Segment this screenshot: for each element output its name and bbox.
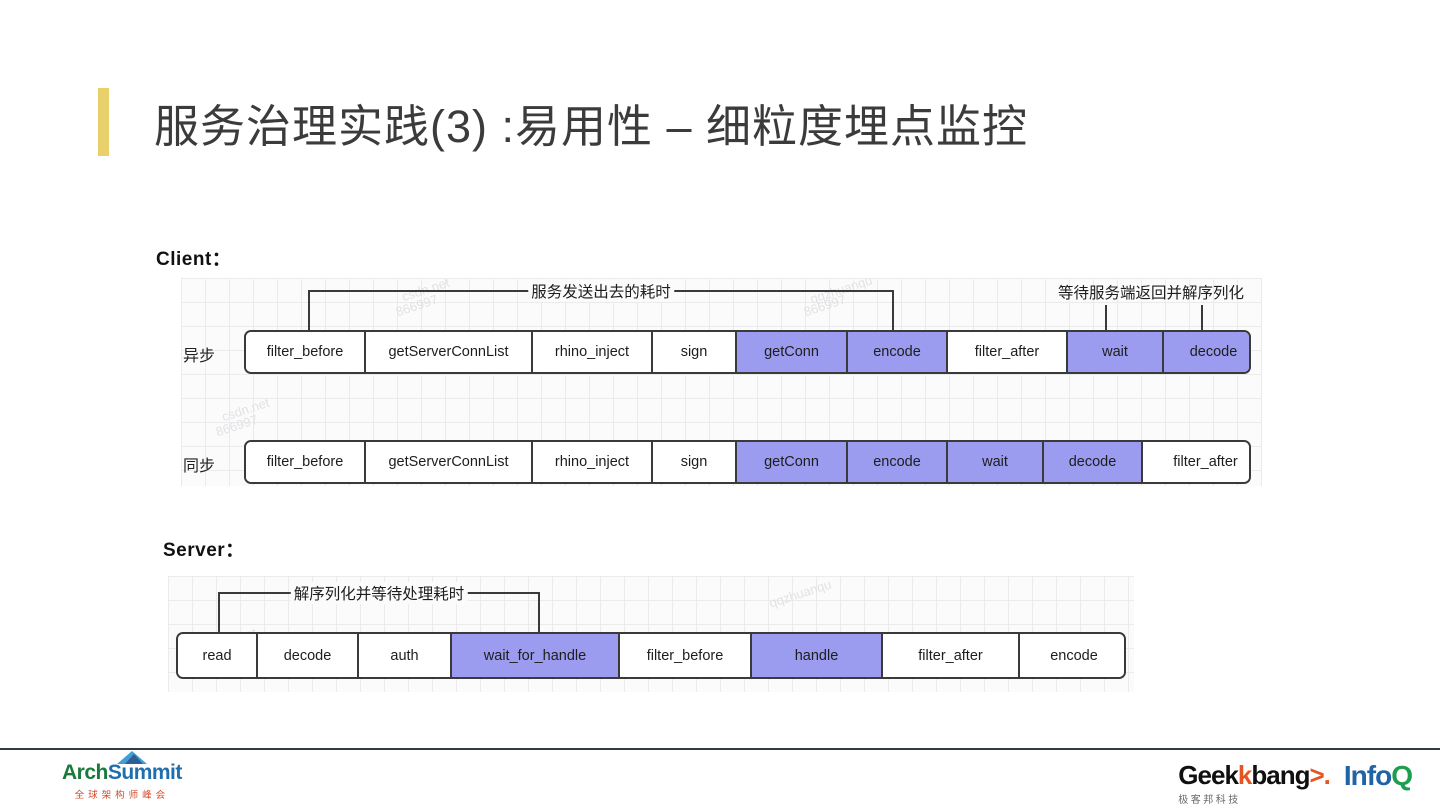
client-section-heading: Client： — [156, 249, 232, 270]
row-label-async: 异步 — [183, 348, 216, 365]
archsummit-word-summit: Summit — [107, 761, 183, 784]
async-cell-wait: wait — [1068, 332, 1164, 372]
async-cell-filter-after: filter_after — [948, 332, 1068, 372]
sync-cell-rhino-inject: rhino_inject — [533, 442, 653, 482]
geekbang-part-geek: Geek — [1178, 760, 1239, 790]
async-cell-sign: sign — [653, 332, 737, 372]
client-bracket-label: 服务发送出去的耗时 — [528, 280, 674, 302]
server-cell-filter-before: filter_before — [620, 634, 752, 677]
async-cell-decode: decode — [1164, 332, 1249, 372]
geekbang-subtitle: 极客邦科技 — [1178, 795, 1241, 806]
geekbang-part-k: k — [1237, 760, 1253, 790]
archsummit-wordmark: ArchSummit — [62, 751, 183, 784]
sponsor-logos: Geekkbang>. 极客邦科技 InfoQ — [1178, 760, 1413, 807]
sync-cell-wait: wait — [948, 442, 1044, 482]
geekbang-part-arrow: >. — [1309, 760, 1330, 790]
footer-divider — [0, 748, 1440, 750]
archsummit-subtitle: 全球架构师峰会 — [74, 790, 170, 801]
sync-cell-getServerConnList: getServerConnList — [366, 442, 533, 482]
archsummit-word-arch: Arch — [62, 761, 108, 784]
sync-cell-sign: sign — [653, 442, 737, 482]
async-cell-getConn: getConn — [737, 332, 848, 372]
drop-line-decode — [1201, 305, 1203, 331]
server-cell-handle: handle — [752, 634, 883, 677]
async-cell-encode: encode — [848, 332, 948, 372]
geekbang-part-bang: bang — [1251, 760, 1310, 790]
infoq-logo: InfoQ — [1343, 760, 1413, 791]
row-label-sync: 同步 — [183, 458, 216, 475]
page-title-text: 服务治理实践(3) :易用性 – 细粒度埋点监控 — [154, 100, 1029, 152]
sync-cell-filter-after: filter_after — [1143, 442, 1249, 482]
server-cell-decode: decode — [258, 634, 359, 677]
sync-cell-getConn: getConn — [737, 442, 848, 482]
server-section-heading: Server： — [163, 540, 245, 561]
sync-cell-encode: encode — [848, 442, 948, 482]
sync-cell-filter-before: filter_before — [246, 442, 366, 482]
page-title: 服务治理实践(3) :易用性 – 细粒度埋点监控 — [98, 86, 1028, 158]
server-cell-encode: encode — [1020, 634, 1124, 677]
client-drop-label: 等待服务端返回并解序列化 — [1058, 285, 1245, 302]
geekbang-logo: Geekkbang>. 极客邦科技 — [1178, 760, 1331, 806]
mountain-peak-icon — [125, 754, 143, 764]
server-bracket-label: 解序列化并等待处理耗时 — [290, 582, 468, 604]
infoq-part-info: Info — [1343, 760, 1392, 791]
server-cell-wait-for-handle: wait_for_handle — [452, 634, 620, 677]
infoq-part-q: Q — [1391, 760, 1413, 791]
watermark: qqzhuanqu — [767, 576, 834, 611]
async-cell-filter-before: filter_before — [246, 332, 366, 372]
async-cell-rhino-inject: rhino_inject — [533, 332, 653, 372]
drop-line-wait — [1105, 305, 1107, 331]
server-cell-auth: auth — [359, 634, 452, 677]
archsummit-logo: ArchSummit 全球架构师峰会 — [62, 751, 183, 801]
async-cell-getServerConnList: getServerConnList — [366, 332, 533, 372]
title-accent-bar — [98, 88, 109, 156]
server-cell-read: read — [178, 634, 258, 677]
server-cell-filter-after: filter_after — [883, 634, 1020, 677]
sync-cell-decode: decode — [1044, 442, 1143, 482]
geekbang-wordmark: Geekkbang>. — [1178, 760, 1331, 790]
